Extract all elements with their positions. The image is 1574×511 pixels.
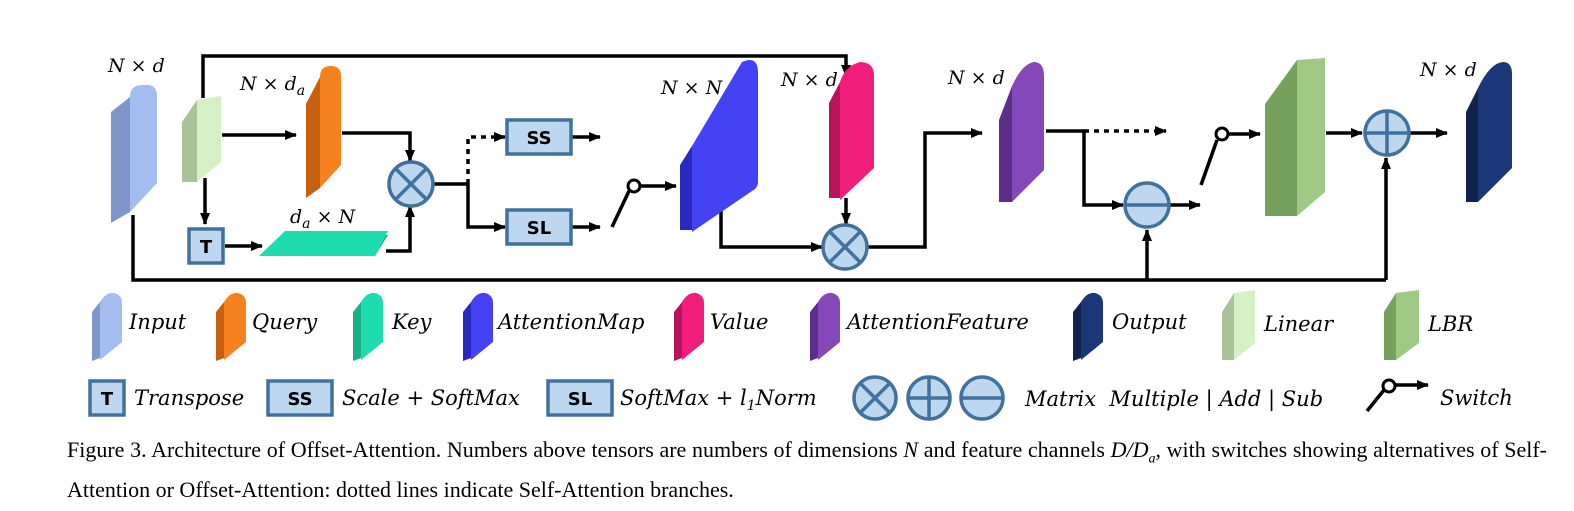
legend-output-label: Output: [1112, 310, 1187, 334]
to-sl-line: [466, 184, 506, 232]
query-dims-label: N × da: [239, 73, 305, 99]
query-to-multiply-line: [342, 131, 415, 162]
legend-transpose-label: Transpose: [134, 386, 244, 410]
legend-ss-box-label: SS: [287, 389, 312, 410]
legend-row-ops: T Transpose SS Scale + SoftMax SL SoftMa…: [88, 375, 1513, 421]
legend-subtract-icon: [959, 375, 1005, 421]
caption-line-2: switches showing alternatives of Self-At…: [67, 437, 1547, 503]
dotted-branches: [466, 126, 1167, 184]
switch-2-lever: [1199, 139, 1219, 186]
legend-attention-map-swatch: [463, 292, 493, 361]
value-dims-label: N × d: [780, 69, 838, 91]
legend-key-label: Key: [391, 310, 433, 334]
transpose-box-label: T: [200, 237, 213, 258]
legend-attention-feature-label: AttentionFeature: [845, 310, 1029, 334]
multiply-1-icon: [387, 160, 435, 208]
attention-map-tensor: [680, 60, 758, 232]
multiply-to-feature-line: [868, 128, 983, 249]
legend-lbr-swatch: [1384, 290, 1419, 360]
legend-matrix-ops-label: Matrix Multiple | Add | Sub: [1024, 387, 1323, 412]
key-tensor: [259, 231, 388, 256]
feature-dims-label: N × d: [947, 67, 1005, 89]
to-ss-dotted-line: [466, 132, 506, 184]
caption-text-3: , with: [1155, 437, 1206, 462]
legend-scale-softmax-label: Scale + SoftMax: [342, 386, 520, 410]
switch-1-lever: [610, 190, 631, 228]
legend-ss-box: [266, 379, 334, 417]
subtract-icon: [1123, 181, 1171, 229]
legend-add-icon: [906, 375, 952, 421]
key-to-multiply-line: [386, 205, 415, 253]
legend-value-label: Value: [710, 310, 768, 334]
legend-attention-feature-swatch: [810, 292, 840, 361]
residual-line: [131, 215, 1386, 282]
attention-dims-label: N × N: [660, 77, 724, 99]
query-tensor: [306, 66, 341, 198]
key-dims-label: da × N: [290, 206, 357, 232]
legend-linear-label: Linear: [1263, 312, 1335, 336]
legend-op-icons: [852, 375, 1005, 421]
caption-D: D/D: [1110, 437, 1149, 462]
output-dims-label: N × d: [1419, 59, 1477, 81]
legend-query-label: Query: [252, 310, 318, 334]
legend-query-swatch: [216, 292, 246, 361]
switch-1-icon: [626, 178, 642, 194]
caption-text-1: Figure 3. Architecture of Offset-Attenti…: [67, 437, 904, 462]
connections: [131, 54, 1448, 282]
add-icon: [1363, 109, 1411, 157]
lbr-layer: [1265, 58, 1325, 216]
legend-input-swatch: [92, 292, 122, 361]
value-tensor: [829, 62, 874, 200]
legend-multiply-icon: [852, 375, 898, 421]
sl-box-label: SL: [527, 218, 551, 239]
sl-box: SL: [505, 208, 573, 246]
legend-key-swatch: [353, 292, 383, 361]
transpose-box: T: [187, 227, 225, 265]
figure-caption: Figure 3. Architecture of Offset-Attenti…: [67, 434, 1547, 505]
legend-value-swatch: [674, 292, 704, 361]
legend-softmax-norm-label: SoftMax + l1Norm: [620, 386, 817, 414]
switch-2-icon: [1214, 126, 1230, 142]
legend-attention-map-label: AttentionMap: [496, 310, 644, 334]
output-tensor: [1466, 62, 1512, 202]
input-dims-label: N × d: [107, 55, 165, 77]
input-tensor: [111, 85, 157, 223]
ss-box-label: SS: [526, 128, 551, 149]
legend-row-tensors: Input Query Key AttentionMap Value Atten…: [92, 290, 1473, 361]
legend-switch-icon: [1365, 378, 1429, 413]
offset-attention-diagram: T SS SL N × d N × da da × N N × N N × d …: [88, 54, 1513, 421]
input-to-value-line: [201, 54, 851, 98]
attention-feature-tensor: [999, 62, 1044, 202]
caption-N: N: [903, 437, 919, 462]
legend-input-label: Input: [128, 310, 187, 334]
ss-box: SS: [505, 118, 573, 156]
legend-lbr-label: LBR: [1427, 312, 1473, 336]
legend-linear-swatch: [1222, 290, 1255, 360]
caption-text-2: and feature channels: [918, 437, 1111, 462]
legend-transpose-box: [88, 379, 126, 417]
feature-to-subtract-line: [1082, 131, 1124, 210]
operators: [387, 109, 1411, 271]
linear-layer: [182, 96, 221, 182]
legend-transpose-box-label: T: [101, 389, 114, 410]
legend-sl-box-label: SL: [568, 389, 592, 410]
legend-output-swatch: [1073, 292, 1103, 361]
attention-to-multiply-line: [719, 205, 823, 252]
multiply-2-icon: [821, 223, 869, 271]
legend-switch-label: Switch: [1440, 386, 1513, 410]
caption-D-sub: a: [1148, 451, 1156, 467]
legend-sl-box: [546, 379, 614, 417]
